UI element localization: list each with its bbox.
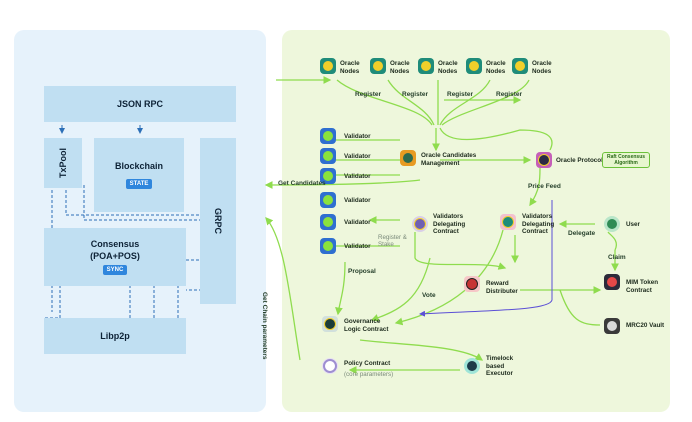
timelock-label: Timelock based Executor	[486, 355, 514, 377]
libp2p-label: Libp2p	[100, 331, 130, 341]
vault-icon	[604, 318, 620, 334]
grpc-box: GRPC	[200, 138, 236, 304]
core-params-label: (core parameters)	[344, 371, 394, 378]
blockchain-box: Blockchain STATE	[94, 138, 184, 212]
validator-2: Validator	[344, 153, 371, 160]
txpool-box: TxPool	[44, 138, 82, 188]
register-label-4: Register	[496, 91, 523, 98]
contract-icon	[400, 150, 416, 166]
mim-label: MIM Token Contract	[626, 279, 659, 294]
validator-icon	[320, 214, 336, 230]
vote-label: Vote	[422, 292, 436, 299]
oracle-node-2: Oracle Nodes	[390, 60, 410, 75]
vdc-right-label: Validators Delegating Contract	[522, 213, 555, 235]
delegate-label: Delegate	[568, 230, 596, 237]
validator-4: Validator	[344, 197, 371, 204]
governance-label: Governance Logic Contract	[344, 318, 389, 333]
state-badge: STATE	[125, 179, 153, 189]
contract-icon	[322, 316, 338, 332]
oracle-node-5: Oracle Nodes	[532, 60, 552, 75]
oracle-node-icon	[466, 58, 482, 74]
register-label-1: Register	[355, 91, 382, 98]
validator-icon	[320, 148, 336, 164]
price-feed-label: Price Feed	[528, 183, 561, 190]
vdc-left-label: Validators Delegating Contract	[433, 213, 466, 235]
contract-icon	[322, 358, 338, 374]
oracle-candidates-label: Oracle Candidates Management	[421, 152, 477, 167]
contract-icon	[500, 214, 516, 230]
register-label-2: Register	[402, 91, 429, 98]
validator-icon	[320, 168, 336, 184]
contract-icon	[412, 216, 428, 232]
oracle-node-4: Oracle Nodes	[486, 60, 506, 75]
claim-label: Claim	[608, 254, 626, 261]
contract-icon	[536, 152, 552, 168]
validator-1: Validator	[344, 133, 371, 140]
oracle-node-3: Oracle Nodes	[438, 60, 458, 75]
validator-3: Validator	[344, 173, 371, 180]
oracle-node-icon	[418, 58, 434, 74]
register-stake-label: Register & Stake	[378, 234, 407, 248]
policy-label: Policy Contract	[344, 360, 391, 367]
oracle-node-icon	[512, 58, 528, 74]
token-icon	[604, 274, 620, 290]
contract-icon	[464, 276, 480, 292]
validator-icon	[320, 192, 336, 208]
validator-5: Validator	[344, 219, 371, 226]
consensus-label: Consensus	[90, 239, 140, 249]
consensus-sub: (POA+POS)	[90, 251, 140, 261]
sync-badge: SYNC	[102, 265, 128, 275]
reward-label: Reward Distributer	[486, 280, 518, 295]
get-candidates-label: Get Candidates	[278, 180, 326, 187]
consensus-box: Consensus (POA+POS) SYNC	[44, 228, 186, 286]
libp2p-box: Libp2p	[44, 318, 186, 354]
user-icon	[604, 216, 620, 232]
oracle-protocol-label: Oracle Protocol	[556, 157, 603, 164]
validator-icon	[320, 128, 336, 144]
grpc-label: GRPC	[212, 207, 223, 235]
oracle-node-1: Oracle Nodes	[340, 60, 360, 75]
user-label: User	[626, 221, 641, 228]
blockchain-label: Blockchain	[114, 161, 163, 171]
mrc20-label: MRC20 Vault	[626, 322, 665, 329]
json-rpc-label: JSON RPC	[116, 99, 163, 109]
validator-icon	[320, 238, 336, 254]
validator-6: Validator	[344, 243, 371, 250]
register-label-3: Register	[447, 91, 474, 98]
oracle-node-icon	[320, 58, 336, 74]
get-chain-params-label: Get Chain parameters	[261, 292, 268, 360]
json-rpc-box: JSON RPC	[44, 86, 236, 122]
contract-icon	[464, 358, 480, 374]
proposal-label: Proposal	[348, 268, 376, 275]
txpool-label: TxPool	[57, 147, 68, 179]
oracle-node-icon	[370, 58, 386, 74]
raft-consensus-pill: Raft Consensus Algorithm	[602, 152, 650, 168]
